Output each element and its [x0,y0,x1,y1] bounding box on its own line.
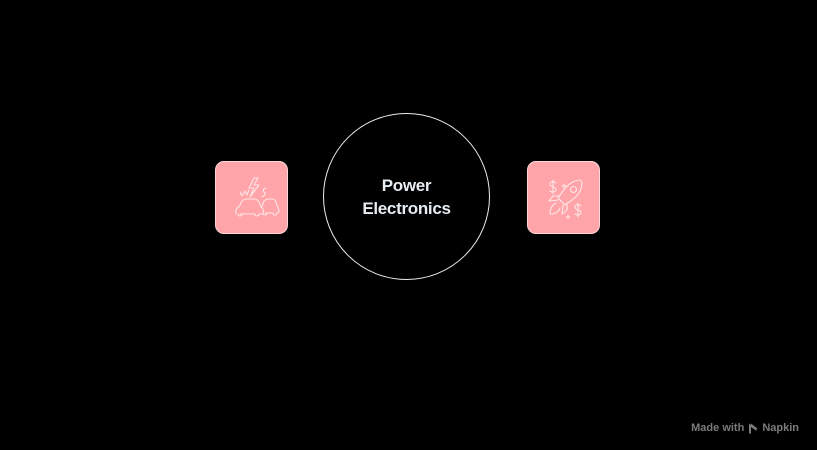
center-label: Power Electronics [342,174,472,220]
ev-tile [215,161,288,234]
napkin-watermark[interactable]: Made with Napkin [691,422,799,434]
growth-tile [527,161,600,234]
rocket-growth-icon [547,178,583,220]
electric-vehicles-icon [234,176,280,217]
center-node: Power Electronics [323,113,490,280]
watermark-prefix: Made with [691,422,745,434]
center-label-line1: Power [381,175,432,195]
watermark-brand: Napkin [762,422,799,434]
napkin-logo-icon [749,423,758,433]
center-label-line2: Electronics [362,198,451,218]
